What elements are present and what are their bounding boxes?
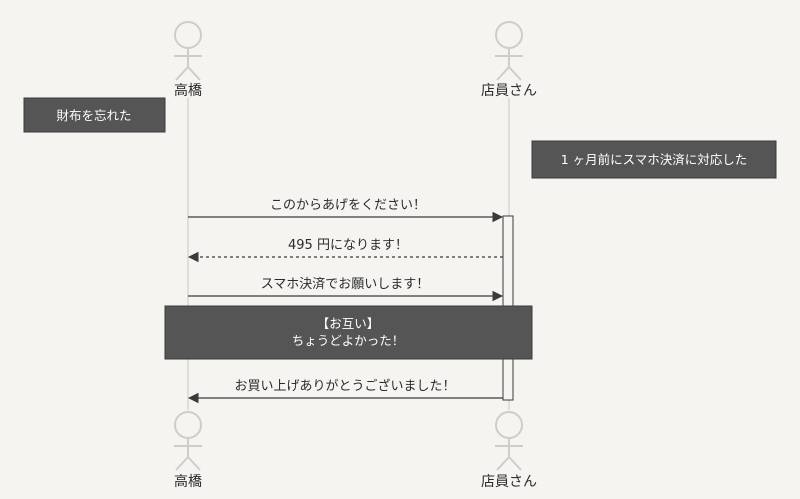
message-1: このからあげをください！ <box>188 198 504 223</box>
actor-figure-icon <box>174 411 202 471</box>
message-3-label: スマホ決済でお願いします！ <box>261 276 430 292</box>
actor-left-top: 高橋 <box>174 21 202 99</box>
actor-figure-icon <box>174 21 202 81</box>
actor-name-left-top: 高橋 <box>174 82 202 99</box>
note-mutual: 【お互い】 ちょうどよかった！ <box>164 305 533 360</box>
message-2: 495 円になります！ <box>187 238 503 263</box>
note-shop-support-text: 1 ヶ月前にスマホ決済に対応した <box>561 152 748 167</box>
message-4: お買い上げありがとうございました！ <box>187 378 503 404</box>
actor-right-top: 店員さん <box>481 21 537 99</box>
message-1-label: このからあげをください！ <box>270 198 426 213</box>
note-forgot-wallet-text: 財布を忘れた <box>56 108 131 123</box>
actor-right-bottom: 店員さん <box>481 411 537 490</box>
actor-name-left-bottom: 高橋 <box>174 473 202 490</box>
actor-figure-icon <box>495 21 523 81</box>
note-forgot-wallet: 財布を忘れた <box>23 97 166 133</box>
message-3: スマホ決済でお願いします！ <box>188 276 504 302</box>
note-mutual-title: 【お互い】 <box>317 316 380 331</box>
message-2-label: 495 円になります！ <box>288 238 408 253</box>
actor-name-right-bottom: 店員さん <box>481 474 537 490</box>
note-shop-support: 1 ヶ月前にスマホ決済に対応した <box>531 140 777 179</box>
message-4-label: お買い上げありがとうございました！ <box>234 378 455 394</box>
note-mutual-body: ちょうどよかった！ <box>292 333 405 348</box>
actor-name-right-top: 店員さん <box>481 83 537 99</box>
actor-figure-icon <box>495 411 523 471</box>
actor-left-bottom: 高橋 <box>174 411 202 490</box>
